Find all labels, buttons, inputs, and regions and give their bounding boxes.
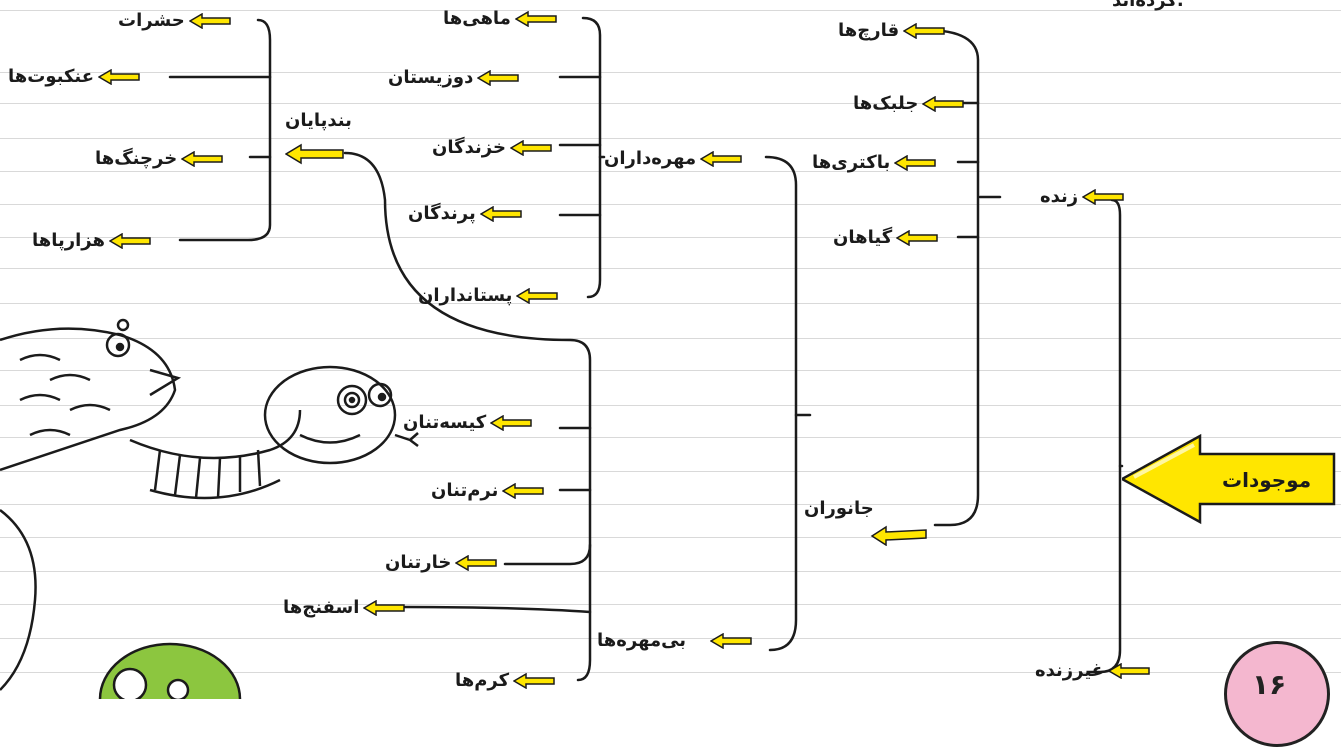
mollusks-label: نرم‌تنان (431, 480, 499, 501)
arrow-icon (516, 287, 559, 304)
animals-label: جانوران (804, 498, 874, 519)
rule-line (0, 338, 1341, 339)
rule-line (0, 638, 1341, 639)
rule-line (0, 471, 1341, 472)
rule-line (0, 405, 1341, 406)
node-sponges: اسفنج‌ها (283, 597, 406, 618)
node-alive: زنده (1040, 186, 1124, 207)
nonliving-label: غیرزنده (1035, 660, 1104, 681)
cnidarians-label: کیسه‌تنان (403, 412, 487, 433)
rule-line (0, 171, 1341, 172)
mammals-label: پستانداران (418, 285, 513, 306)
invertebrates-label: بی‌مهره‌ها (597, 630, 687, 651)
arrow-icon (870, 525, 927, 546)
arrow-icon (894, 154, 937, 171)
echinoderms-label: خارتنان (385, 552, 452, 573)
arrow-icon (700, 150, 742, 167)
alive-label: زنده (1040, 186, 1079, 207)
amphibians-label: دوزیستان (388, 67, 474, 88)
node-amphibians: دوزیستان (388, 67, 520, 88)
node-plants: گیاهان (833, 227, 938, 248)
arrow-icon (455, 554, 498, 571)
arrow-icon (710, 632, 752, 649)
arrow-icon (188, 12, 231, 29)
fish-label: ماهی‌ها (443, 8, 511, 29)
arrow-icon (1082, 188, 1124, 205)
node-mammals: پستانداران (418, 285, 559, 306)
rule-line (0, 103, 1341, 104)
node-algae: جلبک‌ها (853, 93, 965, 114)
arrow-icon (490, 414, 533, 431)
node-nonliving: غیرزنده (1035, 660, 1150, 681)
vertebrates-label: مهره‌داران (604, 148, 697, 169)
arthropods-label: بندپایان (285, 110, 352, 131)
arrow-icon (922, 95, 965, 112)
node-worms: کرم‌ها (455, 670, 555, 691)
node-spiders: عنکبوت‌ها (8, 66, 140, 87)
worms-label: کرم‌ها (455, 670, 510, 691)
reptiles-label: خزندگان (432, 137, 506, 158)
insects-label: حشرات (118, 10, 185, 31)
fish-snake-illustration-icon (0, 318, 419, 699)
arrow-icon (363, 599, 406, 616)
rule-line (0, 537, 1341, 538)
rule-line (0, 504, 1341, 505)
node-reptiles: خزندگان (432, 137, 552, 158)
node-crabs: خرچنگ‌ها (95, 148, 223, 169)
arrow-icon (181, 150, 223, 167)
node-millipedes: هزارپاها (32, 230, 151, 251)
node-invertebrates: بی‌مهره‌ها (597, 630, 752, 651)
arrow-icon (513, 672, 555, 689)
arrow-icon (285, 143, 344, 165)
rule-line (0, 604, 1341, 605)
arrow-icon (509, 139, 552, 156)
arrow-icon (98, 68, 140, 85)
rule-line (0, 303, 1341, 304)
spiders-label: عنکبوت‌ها (8, 66, 95, 87)
node-animals: جانوران (804, 498, 874, 519)
node-cnidarians: کیسه‌تنان (403, 412, 533, 433)
page-number: ۱۶ (1252, 668, 1287, 701)
birds-label: پرندگان (408, 203, 476, 224)
header-text: کرده‌اند. (1112, 0, 1184, 11)
algae-label: جلبک‌ها (853, 93, 919, 114)
node-arthropods: بندپایان (285, 110, 352, 131)
tree-connectors (168, 16, 1124, 682)
rule-line (0, 237, 1341, 238)
rule-line (0, 437, 1341, 438)
millipedes-label: هزارپاها (32, 230, 105, 251)
node-insects: حشرات (118, 10, 231, 31)
node-mollusks: نرم‌تنان (431, 480, 545, 501)
node-fungi: قارچ‌ها (838, 20, 945, 41)
plants-label: گیاهان (833, 227, 893, 248)
arrow-icon (1108, 662, 1150, 679)
rule-line (0, 571, 1341, 572)
arrow-icon (477, 69, 520, 86)
node-bacteria: باکتری‌ها (812, 152, 937, 173)
arrow-icon (108, 232, 151, 249)
bacteria-label: باکتری‌ها (812, 152, 891, 173)
crabs-label: خرچنگ‌ها (95, 148, 178, 169)
rule-line (0, 370, 1341, 371)
rule-line (0, 204, 1341, 205)
rule-line (0, 72, 1341, 73)
arrow-icon (896, 229, 938, 246)
arrow-icon (479, 205, 522, 222)
rule-line (0, 672, 1341, 673)
node-echinoderms: خارتنان (385, 552, 498, 573)
sponges-label: اسفنج‌ها (283, 597, 360, 618)
node-birds: پرندگان (408, 203, 522, 224)
arrow-icon (903, 22, 945, 39)
rule-line (0, 138, 1341, 139)
root-arrow-icon (1122, 433, 1336, 525)
rule-line (0, 268, 1341, 269)
root-label: موجودات (1222, 468, 1312, 492)
node-fish: ماهی‌ها (443, 8, 557, 29)
fungi-label: قارچ‌ها (838, 20, 900, 41)
arrow-icon (502, 482, 545, 499)
rule-line (0, 10, 1341, 11)
arrow-icon (514, 10, 557, 27)
node-vertebrates: مهره‌داران (604, 148, 742, 169)
